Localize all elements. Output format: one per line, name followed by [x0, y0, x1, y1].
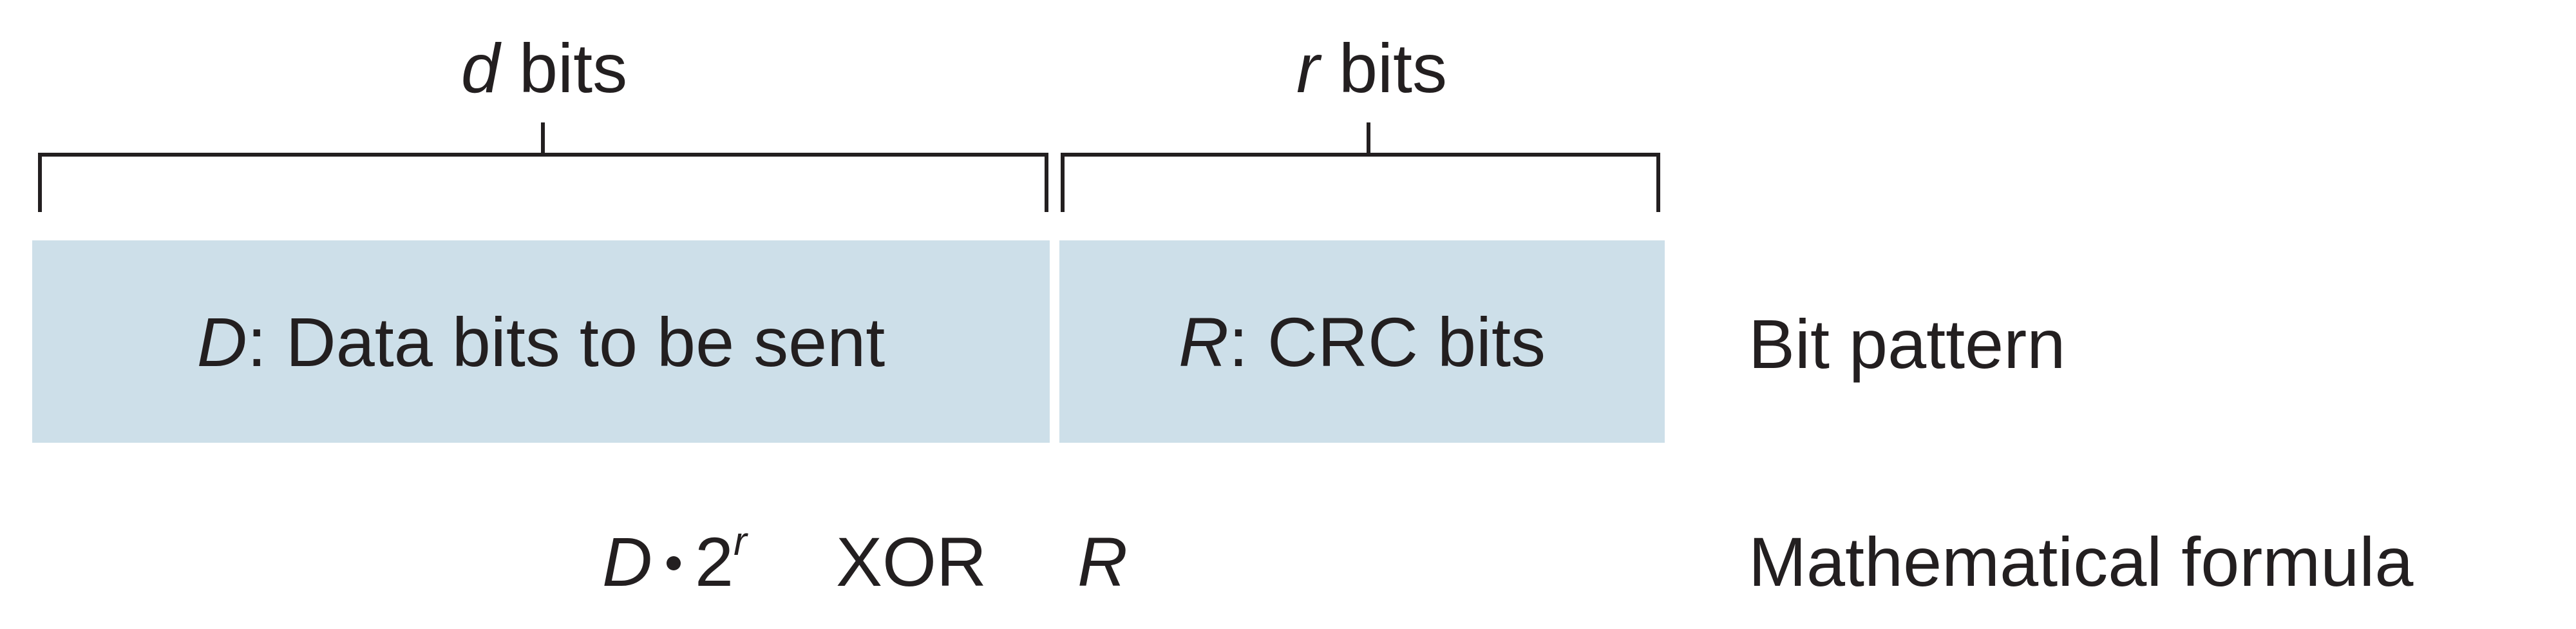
data-bits-field: D: Data bits to be sent	[32, 240, 1050, 443]
data-variable: D	[196, 302, 247, 381]
d-variable: d	[460, 29, 500, 107]
formula-exponent: r	[734, 519, 747, 564]
formula-d: D	[602, 523, 652, 601]
mathematical-formula-label: Mathematical formula	[1748, 523, 2414, 601]
d-bits-label: d bits	[444, 34, 644, 103]
bit-pattern-label: Bit pattern	[1748, 305, 2066, 383]
crc-field-text: : CRC bits	[1228, 302, 1546, 381]
crc-bits-field: R: CRC bits	[1059, 240, 1665, 443]
crc-variable: R	[1178, 302, 1229, 381]
crc-field-label: R: CRC bits	[1179, 302, 1546, 382]
formula-xor: XOR	[836, 523, 987, 601]
r-bits-label: r bits	[1272, 34, 1472, 103]
d-bits-text: bits	[500, 29, 628, 107]
r-variable: r	[1296, 29, 1320, 107]
data-field-label: D: Data bits to be sent	[197, 302, 886, 382]
multiply-dot	[667, 556, 681, 571]
formula-r-var: R	[1077, 523, 1128, 601]
r-bits-text: bits	[1319, 29, 1448, 107]
d-bits-bracket	[38, 122, 1048, 212]
data-field-text: : Data bits to be sent	[247, 302, 886, 381]
r-bits-bracket	[1061, 122, 1660, 212]
formula-r: R	[1077, 527, 1128, 597]
formula-base: 2	[695, 523, 734, 601]
